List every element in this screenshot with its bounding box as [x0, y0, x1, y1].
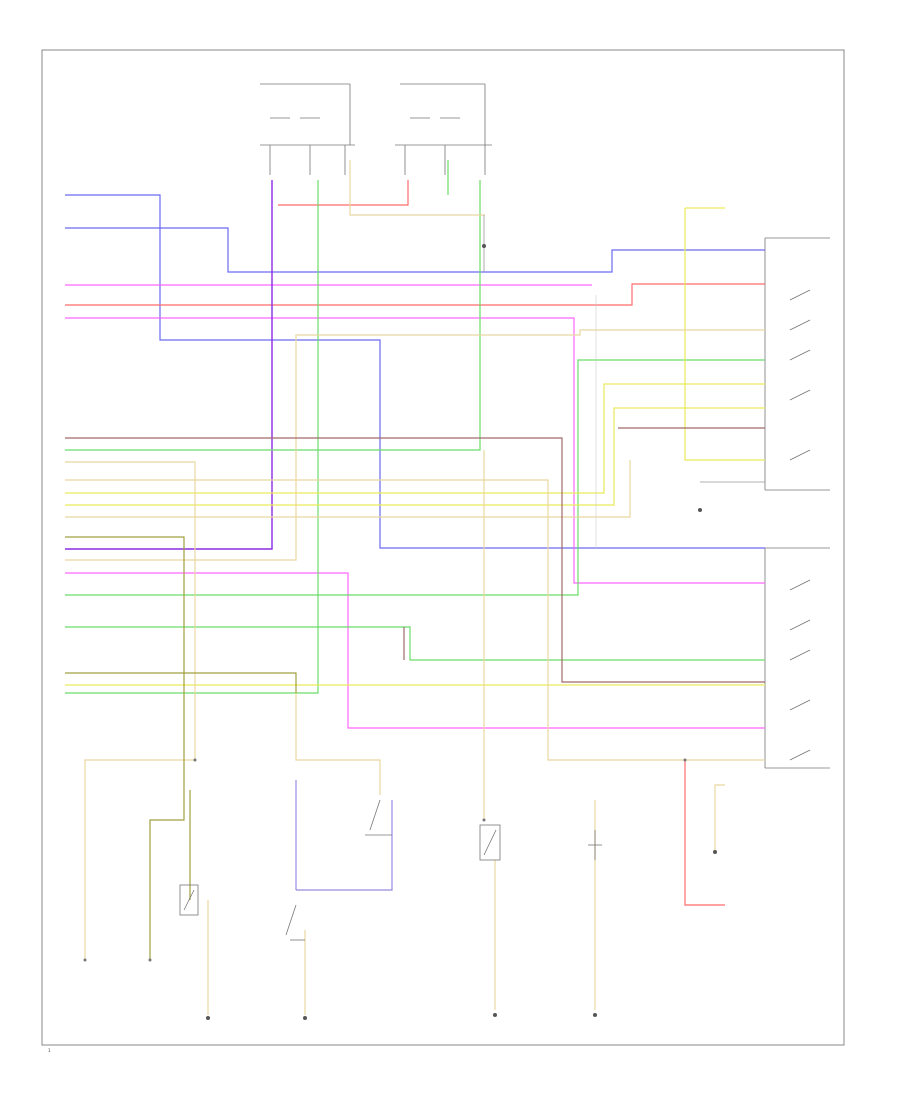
- wire-tan-6: [295, 693, 381, 795]
- sensor-center-right: [479, 824, 501, 861]
- wire-tan-12: [714, 784, 725, 850]
- wire-green-3: [65, 180, 319, 694]
- switch-center: [365, 799, 392, 836]
- relay-left: [179, 884, 199, 916]
- connector-dots: [83, 758, 687, 962]
- wire-olive-1: [65, 672, 297, 693]
- wire-tan-3: [65, 329, 765, 561]
- wire-tan-2: [65, 479, 765, 761]
- wire-red-1: [65, 283, 765, 306]
- wire-tan-4: [349, 160, 485, 216]
- wire-red-3: [684, 760, 725, 906]
- top-switch-block-left: [260, 83, 355, 175]
- wire-green-2: [65, 626, 765, 661]
- wire-yellow-2: [65, 407, 765, 506]
- wire-lavender-2: [296, 800, 393, 891]
- wire-blue-1: [65, 194, 765, 549]
- sensor-right: [588, 830, 602, 860]
- wire-tan-5: [65, 460, 631, 518]
- right-connector-block-lower: [764, 547, 830, 769]
- switch-center-left: [285, 904, 305, 941]
- right-connector-block-upper: [764, 237, 830, 491]
- wire-blue-2: [65, 227, 765, 273]
- wire-pink-2: [65, 317, 765, 584]
- wire-green-1: [65, 359, 765, 596]
- wire-yellow-3: [684, 208, 765, 461]
- wire-red-2: [278, 180, 409, 206]
- page-number: 1: [48, 1048, 51, 1053]
- wire-purple-1: [65, 180, 273, 550]
- ground-symbols: [206, 244, 717, 1020]
- wire-brown-1: [65, 437, 765, 683]
- diagram-frame: [41, 49, 845, 1046]
- top-switch-block-right: [395, 83, 492, 175]
- wire-pink-3: [65, 572, 765, 729]
- wire-green-4: [65, 180, 481, 451]
- wire-olive-2: [65, 536, 185, 960]
